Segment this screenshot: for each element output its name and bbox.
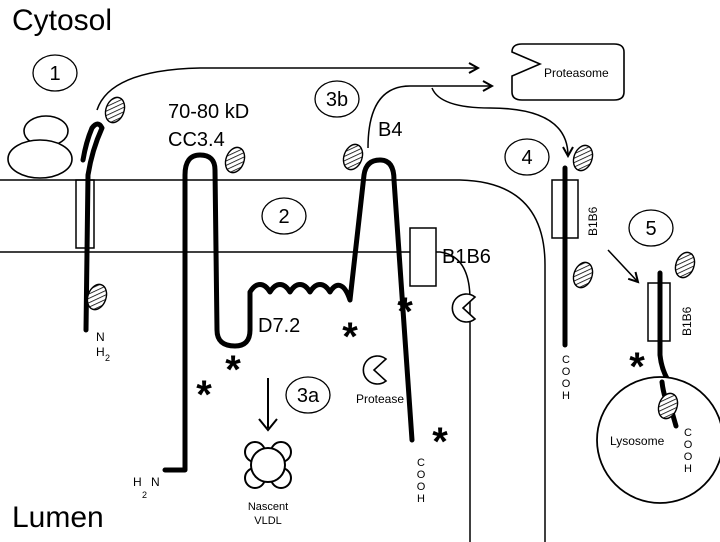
cooh-h: H <box>684 463 692 475</box>
n-terminus-2: H 2 N <box>133 475 160 500</box>
nascent-chain-1 <box>80 121 105 333</box>
h2n-h: H <box>133 475 142 489</box>
n-terminus-sub: 2 <box>105 353 110 363</box>
chaperone-icon <box>342 143 364 171</box>
step-2-circle <box>261 197 307 235</box>
protease-icon-2 <box>451 293 477 323</box>
cleavage-star: * <box>629 345 645 389</box>
chaperone-icon <box>657 392 679 420</box>
protease-icon <box>362 355 388 385</box>
cleavage-star: * <box>225 348 241 392</box>
chaperone-icon <box>224 146 246 174</box>
cooh-o: O <box>562 366 571 378</box>
chaperone-icon <box>104 96 126 124</box>
vldl-particle-icon <box>244 441 292 489</box>
proteasome-icon <box>511 43 625 101</box>
b4-label: B4 <box>378 119 402 141</box>
ribosome-icon <box>7 115 73 179</box>
cleavage-star: * <box>432 420 448 464</box>
cooh-h: H <box>562 390 570 402</box>
step-1-label: 1 <box>49 63 60 85</box>
b1b6-box <box>409 227 437 287</box>
cooh-terminus-1: C O O H <box>417 457 426 505</box>
arrow-to-step4 <box>431 87 568 156</box>
cleavage-star: * <box>397 290 413 334</box>
arrow-step4-to-step5 <box>607 249 638 282</box>
cooh-h: H <box>417 493 425 505</box>
h2n-2: 2 <box>142 490 147 500</box>
cooh-o: O <box>562 378 571 390</box>
lumen-label: Lumen <box>12 501 104 534</box>
n-terminus-n: N <box>96 330 105 344</box>
cooh-o: O <box>684 451 693 463</box>
h2n-n: N <box>151 475 160 489</box>
step-3b-circle <box>314 80 360 118</box>
step-3b-label: 3b <box>326 89 348 111</box>
cooh-o: O <box>417 469 426 481</box>
protease-label: Protease <box>356 392 404 406</box>
nascent-label: Nascent <box>248 501 288 513</box>
b1b6-label-step5: B1B6 <box>680 306 694 336</box>
proteasome-label: Proteasome <box>544 66 609 80</box>
cleavage-star: * <box>342 315 358 359</box>
chaperone-icon <box>572 261 594 289</box>
cc34-label: CC3.4 <box>168 129 225 151</box>
cleavage-star: * <box>196 373 212 417</box>
step-5-circle <box>628 209 674 247</box>
b1b6-label: B1B6 <box>442 246 491 268</box>
vldl-label: VLDL <box>254 515 282 527</box>
d72-label: D7.2 <box>258 315 300 337</box>
step-4-label: 4 <box>521 147 532 169</box>
lysosome-label: Lysosome <box>610 434 665 448</box>
er-membrane <box>0 179 546 542</box>
step-3a-label: 3a <box>297 385 320 407</box>
arrow-step3b-to-proteasome <box>367 86 492 149</box>
step-1-circle <box>32 54 78 92</box>
apob-chain-main <box>162 152 415 473</box>
n-terminus-1: N H 2 <box>96 330 110 363</box>
step-2-label: 2 <box>278 206 289 228</box>
chaperone-group <box>86 96 696 420</box>
arrow-step1-to-proteasome <box>96 68 478 111</box>
chaperone-icon <box>572 144 594 172</box>
lysosome-outline <box>596 376 720 504</box>
chaperone-icon <box>86 283 108 311</box>
b1b6-label-step4: B1B6 <box>586 206 600 236</box>
cooh-c: C <box>417 457 425 469</box>
n-terminus-h: H <box>96 345 105 359</box>
step-4-circle <box>504 138 550 176</box>
cooh-terminus-2: C O O H <box>562 354 571 402</box>
size-label: 70-80 kD <box>168 101 249 123</box>
cooh-o: O <box>684 439 693 451</box>
arrow-step3a-down <box>258 378 278 432</box>
cooh-terminus-3: C O O H <box>684 427 693 475</box>
cytosol-label: Cytosol <box>12 4 112 37</box>
cooh-o: O <box>417 481 426 493</box>
step-3a-circle <box>285 376 331 414</box>
step-5-label: 5 <box>645 218 656 240</box>
cooh-c: C <box>562 354 570 366</box>
cooh-c: C <box>684 427 692 439</box>
chaperone-icon <box>674 251 696 279</box>
